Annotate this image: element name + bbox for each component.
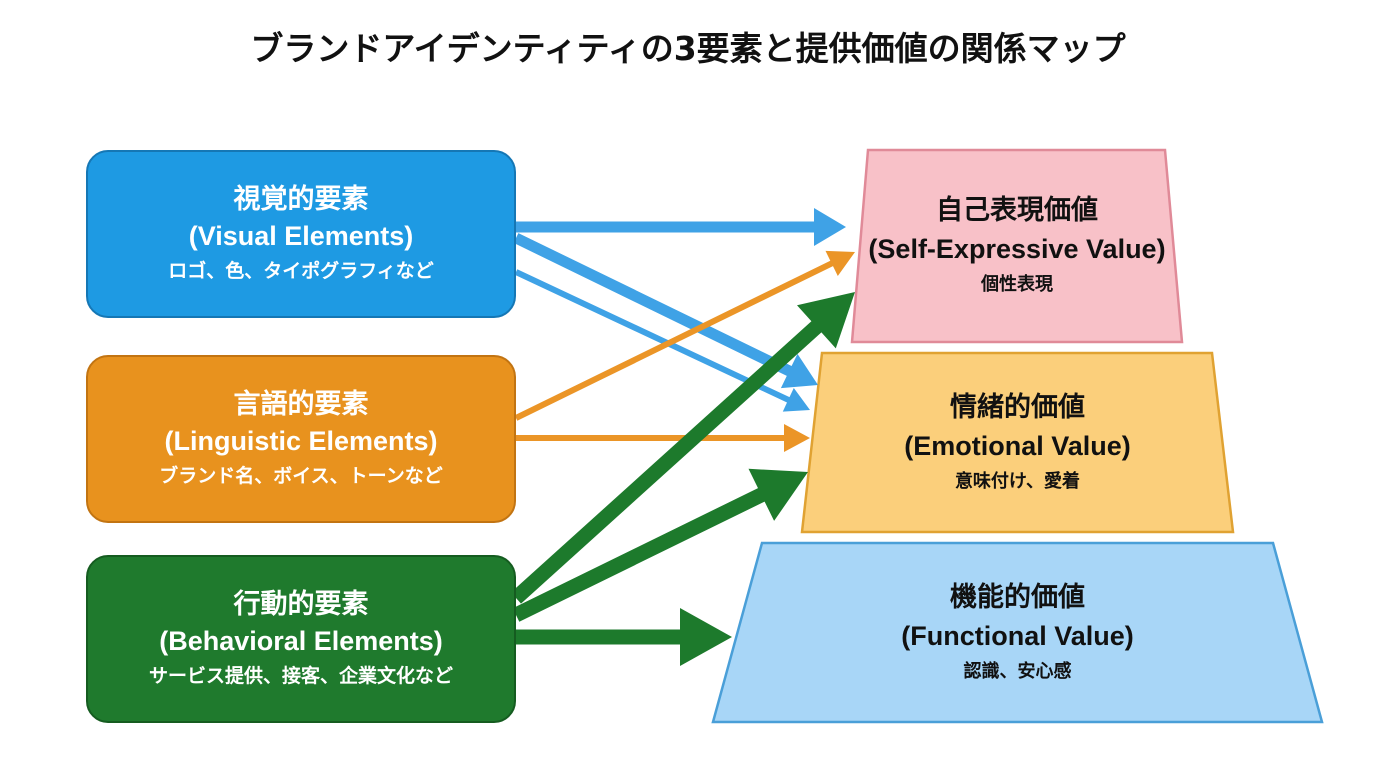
behavioral-elements-box: 行動的要素 (Behavioral Elements) サービス提供、接客、企業… <box>86 555 516 723</box>
emotional-value-title-en: (Emotional Value) <box>904 431 1131 461</box>
self-expressive-value-title-jp: 自己表現価値 <box>936 195 1098 226</box>
self-expressive-value-label: 自己表現価値 (Self-Expressive Value) 個性表現 <box>852 150 1182 342</box>
linguistic-elements-examples: ブランド名、ボイス、トーンなど <box>159 465 443 487</box>
arrow-visual-to-emotional <box>514 269 810 412</box>
visual-elements-examples: ロゴ、色、タイポグラフィなど <box>168 260 434 282</box>
emotional-value-title-jp: 情緒的価値 <box>950 392 1085 423</box>
self-expressive-value-title-en: (Self-Expressive Value) <box>868 234 1166 264</box>
self-expressive-value-tier <box>850 148 1184 344</box>
functional-value-title-jp: 機能的価値 <box>950 582 1085 613</box>
arrow-behavioral-to-self-expressive <box>511 292 855 604</box>
linguistic-elements-title-en: (Linguistic Elements) <box>164 426 438 456</box>
functional-value-label: 機能的価値 (Functional Value) 認識、安心感 <box>713 543 1322 723</box>
connection-arrows <box>511 208 855 666</box>
value-pyramid <box>711 148 1324 724</box>
visual-elements-title-jp: 視覚的要素 <box>233 184 369 215</box>
functional-value-tier <box>711 541 1324 724</box>
self-expressive-value-detail: 個性表現 <box>981 274 1053 295</box>
arrow-linguistic-to-emotional <box>516 424 810 452</box>
linguistic-elements-title-jp: 言語的要素 <box>233 389 369 420</box>
arrow-visual-to-self-expressive <box>516 208 846 246</box>
arrow-visual-to-emotional <box>513 233 818 389</box>
behavioral-elements-title-jp: 行動的要素 <box>233 589 369 620</box>
emotional-value-label: 情緒的価値 (Emotional Value) 意味付け、愛着 <box>802 353 1233 533</box>
functional-value-detail: 認識、安心感 <box>963 661 1072 682</box>
emotional-value-tier <box>800 351 1235 534</box>
diagram-title: ブランドアイデンティティの3要素と提供価値の関係マップ <box>250 29 1126 68</box>
arrow-linguistic-to-self-expressive <box>514 250 855 421</box>
arrow-behavioral-to-functional <box>516 608 732 666</box>
behavioral-elements-title-en: (Behavioral Elements) <box>159 626 443 656</box>
visual-elements-box: 視覚的要素 (Visual Elements) ロゴ、色、タイポグラフィなど <box>86 150 516 318</box>
behavioral-elements-examples: サービス提供、接客、企業文化など <box>148 665 453 687</box>
visual-elements-title-en: (Visual Elements) <box>188 221 414 251</box>
functional-value-title-en: (Functional Value) <box>901 621 1134 651</box>
arrow-behavioral-to-emotional <box>512 468 808 622</box>
emotional-value-detail: 意味付け、愛着 <box>954 471 1081 492</box>
linguistic-elements-box: 言語的要素 (Linguistic Elements) ブランド名、ボイス、トー… <box>86 355 516 523</box>
